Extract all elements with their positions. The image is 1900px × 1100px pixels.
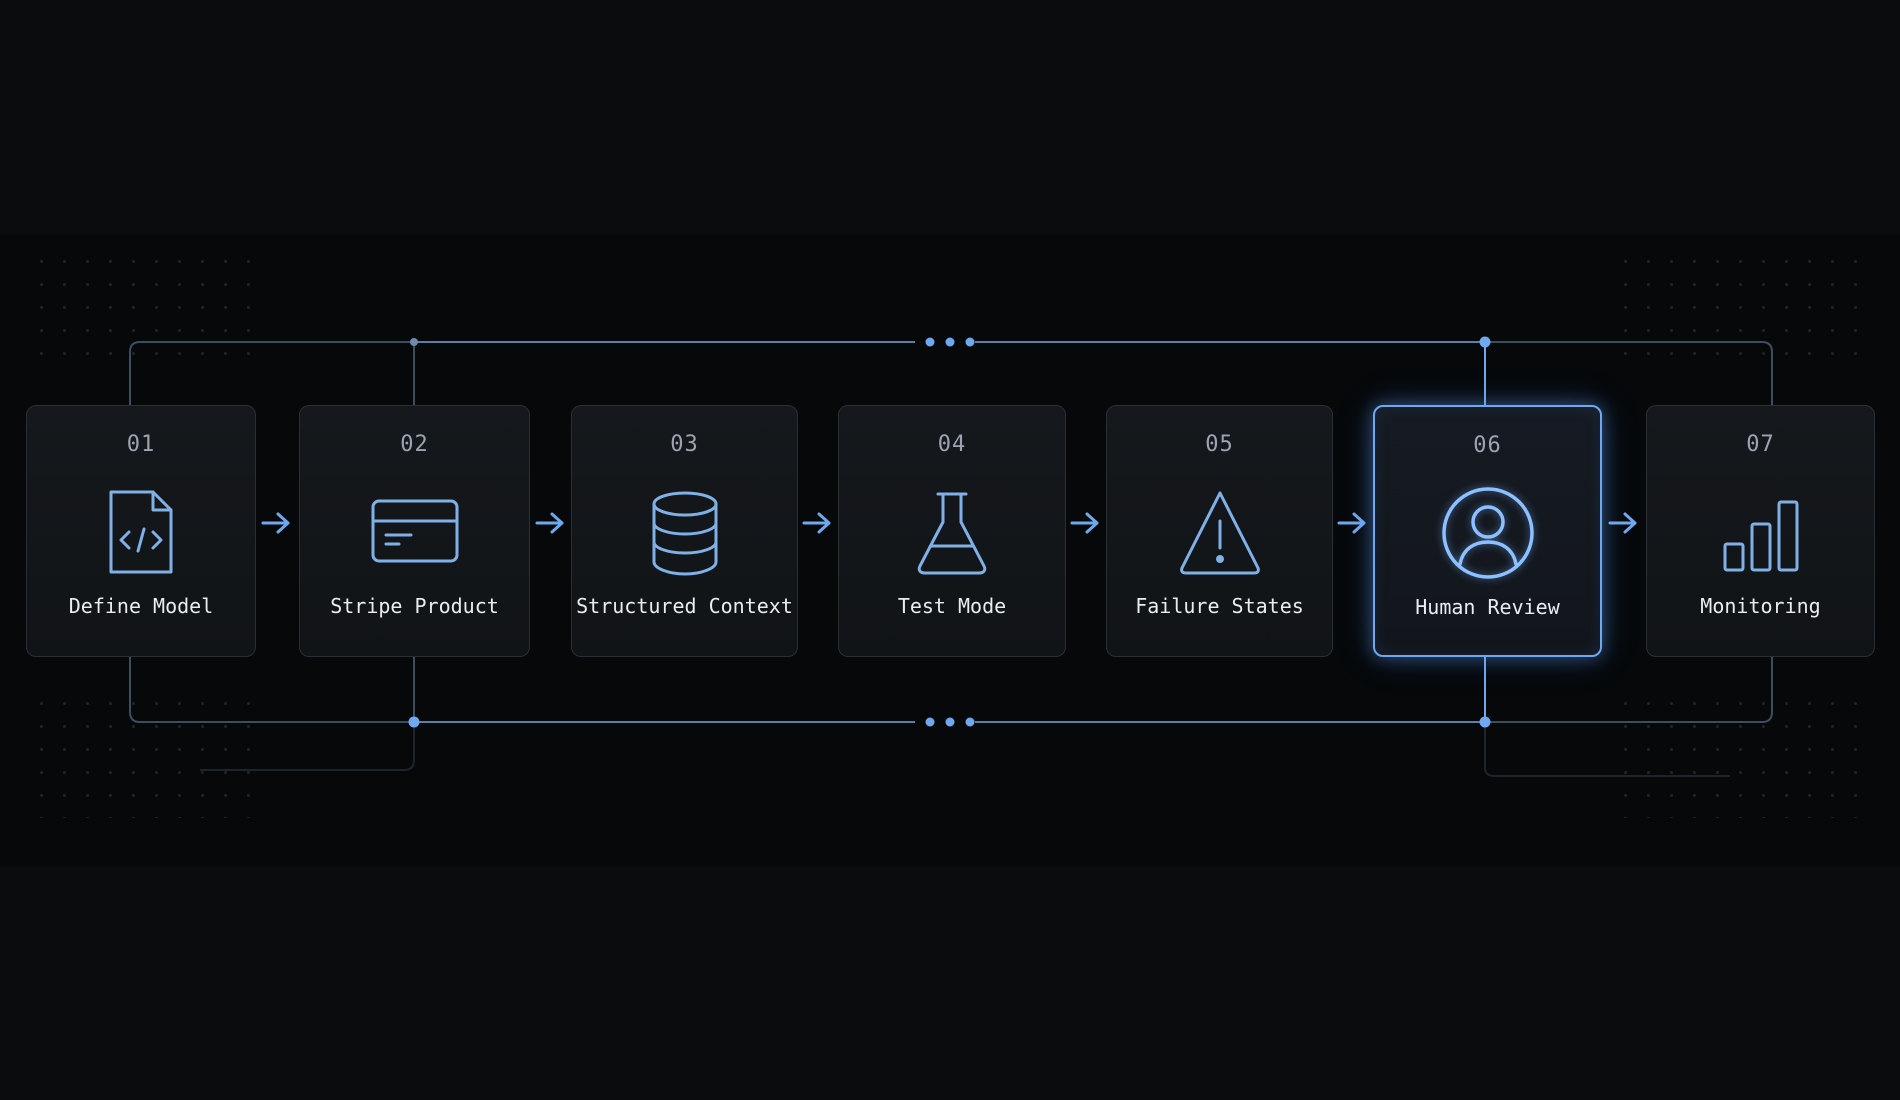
step-card-structured-context[interactable]: 03 Structured Context <box>571 405 798 657</box>
step-label: Define Model <box>68 594 214 618</box>
bar-chart-icon <box>1711 482 1811 582</box>
step-card-human-review[interactable]: 06 Human Review <box>1373 405 1602 657</box>
step-label: Stripe Product <box>330 594 499 618</box>
dot-grid-top-left <box>30 250 260 362</box>
top-right-node <box>1479 336 1491 348</box>
step-card-monitoring[interactable]: 07 Monitoring <box>1646 405 1875 657</box>
arrow-right-icon <box>1607 509 1639 537</box>
step-number: 03 <box>670 432 699 457</box>
bottom-ellipsis-dot <box>925 717 935 727</box>
code-file-icon <box>91 482 191 582</box>
database-icon <box>635 482 735 582</box>
step-number: 06 <box>1473 433 1502 458</box>
bottom-left-connector <box>129 657 414 723</box>
step-number: 02 <box>400 432 429 457</box>
top-ellipsis-dot <box>945 337 955 347</box>
flask-icon <box>902 482 1002 582</box>
step-number: 07 <box>1746 432 1775 457</box>
arrow-right-icon <box>534 509 566 537</box>
bottom-ellipsis-dot <box>945 717 955 727</box>
step-card-define-model[interactable]: 01 Define Model <box>26 405 256 657</box>
arrow-right-icon <box>260 509 292 537</box>
top-ellipsis-dot <box>965 337 975 347</box>
arrow-right-icon <box>801 509 833 537</box>
dot-grid-bottom-right <box>1614 692 1870 818</box>
bottom-right-connector <box>1485 657 1773 723</box>
warning-icon <box>1170 482 1270 582</box>
top-left-node <box>410 338 418 346</box>
top-ellipsis-dot <box>925 337 935 347</box>
step-number: 05 <box>1205 432 1234 457</box>
step-number: 04 <box>937 432 967 457</box>
step-number: 01 <box>126 432 156 457</box>
bottom-left-return-line <box>200 722 415 771</box>
arrow-right-icon <box>1069 509 1101 537</box>
step-label: Test Mode <box>897 594 1007 618</box>
bottom-right-node <box>1479 716 1491 728</box>
bottom-ellipsis-dot <box>965 717 975 727</box>
top-left-connector <box>129 341 414 405</box>
step-label: Monitoring <box>1700 594 1821 618</box>
step-card-test-mode[interactable]: 04 Test Mode <box>838 405 1066 657</box>
step-label: Human Review <box>1415 595 1560 619</box>
step-card-failure-states[interactable]: 05 Failure States <box>1106 405 1333 657</box>
credit-card-icon <box>365 482 465 582</box>
step-label: Failure States <box>1135 594 1304 618</box>
dot-grid-bottom-left <box>30 692 260 818</box>
bottom-right-return-line <box>1484 722 1730 777</box>
dot-grid-top-right <box>1614 250 1870 362</box>
step-card-stripe-product[interactable]: 02 Stripe Product <box>299 405 530 657</box>
user-icon <box>1438 483 1538 583</box>
bottom-left-node <box>408 716 420 728</box>
step-label: Structured Context <box>576 594 793 618</box>
arrow-right-icon <box>1336 509 1368 537</box>
top-right-connector <box>1485 341 1773 405</box>
